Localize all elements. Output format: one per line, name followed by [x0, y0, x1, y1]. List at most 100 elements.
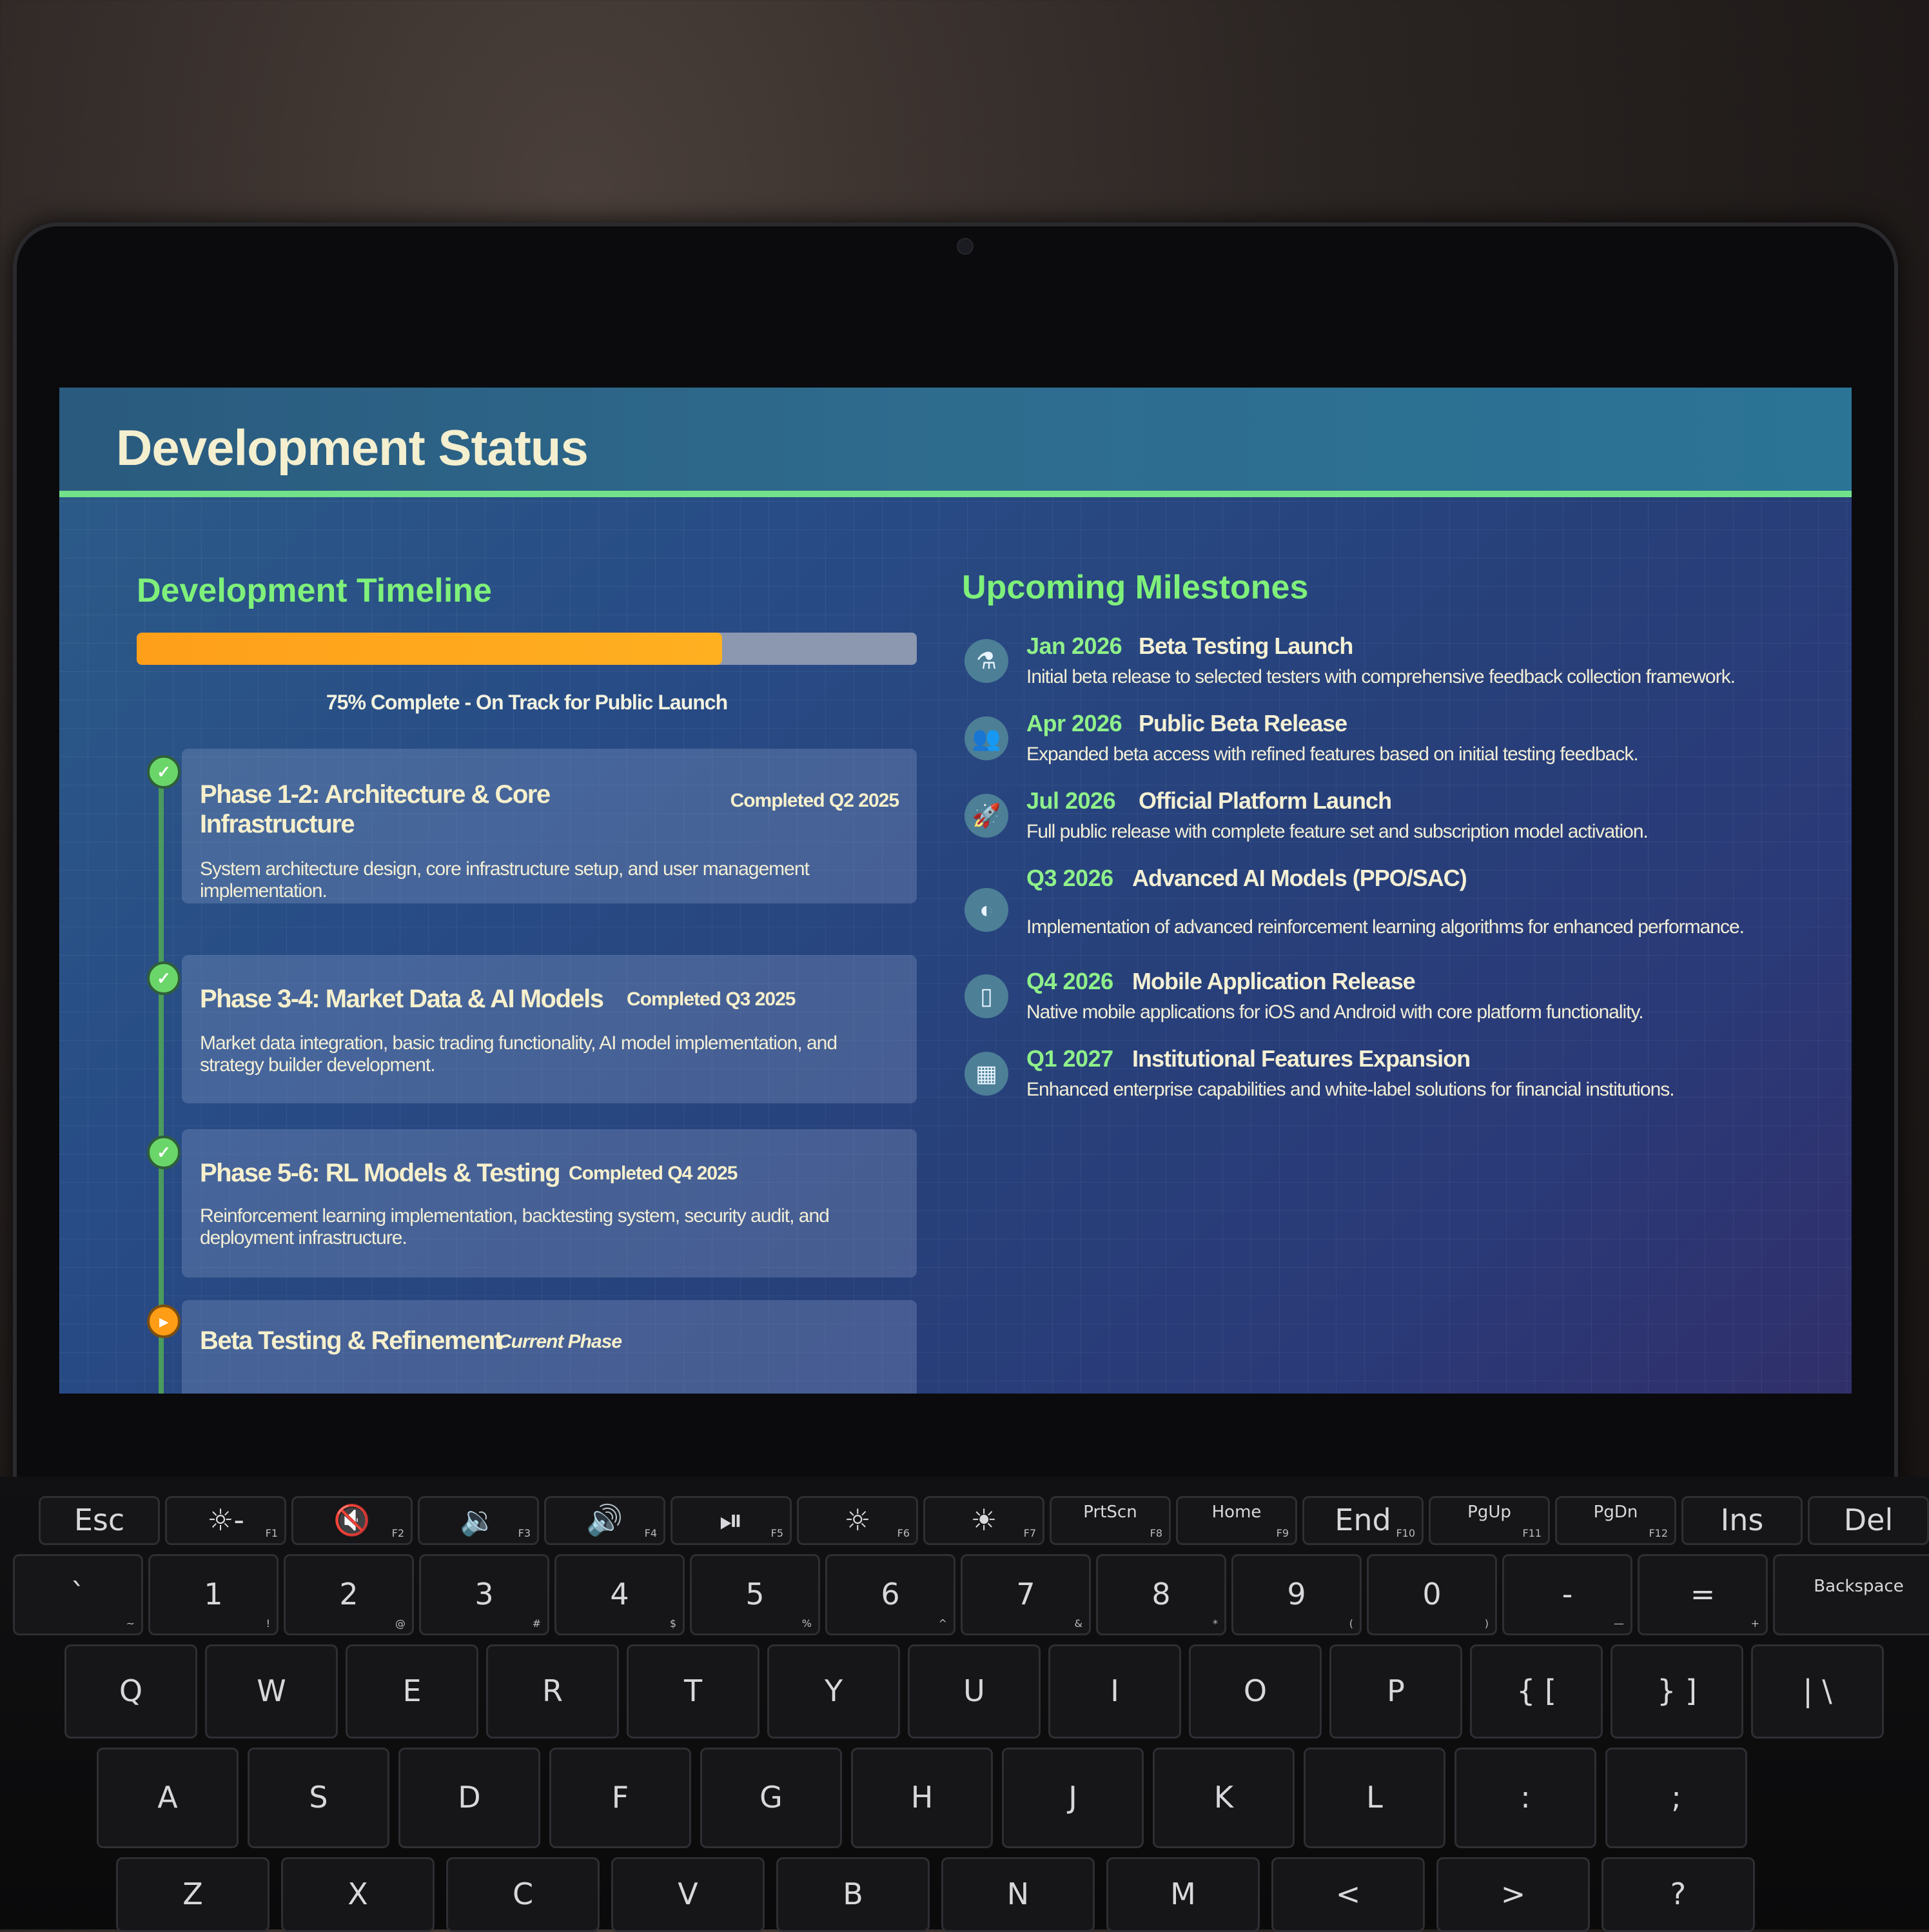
key-label: 1	[204, 1577, 223, 1612]
number-key[interactable]: 5%	[690, 1554, 820, 1635]
letter-key[interactable]: Q	[64, 1644, 197, 1739]
letter-key[interactable]: R	[486, 1644, 619, 1739]
letter-key[interactable]: N	[941, 1857, 1095, 1932]
letter-key[interactable]: L	[1304, 1748, 1445, 1848]
key-label: ☼	[844, 1503, 871, 1537]
key-label: Y	[824, 1673, 843, 1708]
fn-key[interactable]: 🔇 F2	[291, 1496, 413, 1545]
letter-key[interactable]: X	[281, 1857, 435, 1932]
letter-key[interactable]: J	[1002, 1748, 1144, 1848]
letter-key[interactable]: O	[1189, 1644, 1322, 1739]
key-label: 6	[881, 1577, 900, 1612]
letter-key[interactable]: G	[700, 1748, 842, 1848]
key-label: N	[1006, 1877, 1030, 1911]
number-key[interactable]: 1!	[148, 1554, 279, 1635]
fn-key[interactable]: ☼-F1	[165, 1496, 286, 1545]
milestone-item[interactable]: 👥 Apr 2026 Public Beta Release Expanded …	[965, 710, 1828, 781]
milestone-item[interactable]: 🚀 Jul 2026 Official Platform Launch Full…	[965, 787, 1828, 858]
phase-card[interactable]: Phase 1-2: Architecture & Core Infrastru…	[182, 749, 917, 903]
letter-key[interactable]: K	[1153, 1748, 1295, 1848]
fn-key[interactable]: 🔉F3	[418, 1496, 539, 1545]
laptop-screen: Development Status Development Timeline …	[59, 388, 1852, 1394]
number-key[interactable]: 0)	[1367, 1554, 1497, 1635]
letter-key[interactable]: V	[611, 1857, 765, 1932]
phase-card-current[interactable]: Beta Testing & Refinement Current Phase	[182, 1300, 917, 1394]
letter-key[interactable]: P	[1329, 1644, 1462, 1739]
number-key[interactable]: 6^	[825, 1554, 955, 1635]
letter-key[interactable]: W	[205, 1644, 338, 1739]
phase-completed-check-icon: ✓	[147, 755, 181, 789]
number-key[interactable]: Backspace	[1773, 1554, 1929, 1635]
key-sublabel: F2	[391, 1527, 404, 1539]
number-key[interactable]: 8*	[1096, 1554, 1226, 1635]
phase-card[interactable]: Phase 3-4: Market Data & AI Models Compl…	[182, 955, 917, 1103]
letter-key[interactable]: C	[446, 1857, 600, 1932]
letter-key[interactable]: Z	[116, 1857, 269, 1932]
number-key[interactable]: -—	[1502, 1554, 1632, 1635]
key-label: } ]	[1657, 1673, 1697, 1708]
number-key[interactable]: 7&	[961, 1554, 1091, 1635]
fn-key[interactable]: Ins	[1681, 1496, 1803, 1545]
letter-key[interactable]: D	[398, 1748, 540, 1848]
number-key[interactable]: 9(	[1231, 1554, 1362, 1635]
key-label: PgUp	[1467, 1503, 1511, 1522]
letter-key[interactable]: M	[1106, 1857, 1260, 1932]
letter-key[interactable]: ;	[1605, 1748, 1747, 1848]
letter-key[interactable]: >	[1436, 1857, 1590, 1932]
number-key[interactable]: =+	[1638, 1554, 1768, 1635]
fn-key[interactable]: Del	[1808, 1496, 1929, 1545]
key-label: S	[309, 1780, 328, 1815]
milestone-item[interactable]: ▦ Q1 2027 Institutional Features Expansi…	[965, 1045, 1828, 1116]
milestone-item[interactable]: ⚗ Jan 2026 Beta Testing Launch Initial b…	[965, 633, 1828, 704]
letter-key[interactable]: ?	[1601, 1857, 1755, 1932]
phase-description: Market data integration, basic trading f…	[200, 1032, 837, 1076]
milestone-item[interactable]: ◐ Q3 2026 Advanced AI Models (PPO/SAC) I…	[965, 865, 1828, 961]
letter-key[interactable]: :	[1454, 1748, 1596, 1848]
milestone-item[interactable]: ▯ Q4 2026 Mobile Application Release Nat…	[965, 968, 1828, 1039]
letter-key[interactable]: Y	[767, 1644, 900, 1739]
key-label: 3	[475, 1577, 494, 1612]
letter-key[interactable]: F	[549, 1748, 691, 1848]
letter-key[interactable]: { [	[1470, 1644, 1603, 1739]
letter-key[interactable]: I	[1048, 1644, 1181, 1739]
number-key[interactable]: 4$	[554, 1554, 685, 1635]
number-key[interactable]: `~	[13, 1554, 143, 1635]
key-label: `	[70, 1577, 86, 1612]
letter-key[interactable]: | \	[1751, 1644, 1884, 1739]
key-label: 🔇	[333, 1503, 371, 1537]
letter-key[interactable]: } ]	[1611, 1644, 1743, 1739]
phase-card[interactable]: Phase 5-6: RL Models & Testing Completed…	[182, 1129, 917, 1277]
milestone-date: Q3 2026	[1026, 865, 1113, 891]
fn-key[interactable]: ⏯F5	[671, 1496, 792, 1545]
key-label: U	[963, 1673, 985, 1708]
phase-completed-check-icon: ✓	[147, 961, 181, 995]
letter-key[interactable]: <	[1271, 1857, 1425, 1932]
key-label: 7	[1016, 1577, 1035, 1612]
number-key[interactable]: 2@	[284, 1554, 414, 1635]
letter-key[interactable]: S	[248, 1748, 389, 1848]
key-label: Del	[1843, 1503, 1894, 1537]
letter-key[interactable]: B	[776, 1857, 930, 1932]
key-sublabel: %	[801, 1617, 812, 1630]
fn-key[interactable]: Esc	[39, 1496, 160, 1545]
letter-key[interactable]: H	[851, 1748, 993, 1848]
milestone-description: Initial beta release to selected testers…	[1026, 666, 1736, 687]
fn-key[interactable]: 🔊F4	[544, 1496, 665, 1545]
number-key[interactable]: 3#	[419, 1554, 549, 1635]
key-label: 5	[745, 1577, 765, 1612]
letter-key[interactable]: A	[97, 1748, 239, 1848]
letter-key[interactable]: U	[908, 1644, 1041, 1739]
fn-key[interactable]: ☀F7	[923, 1496, 1044, 1545]
key-label: Home	[1211, 1503, 1262, 1522]
letter-key[interactable]: T	[627, 1644, 759, 1739]
letter-key[interactable]: E	[346, 1644, 478, 1739]
key-sublabel: —	[1614, 1617, 1624, 1630]
progress-bar	[137, 633, 917, 665]
fn-key[interactable]: ☼F6	[797, 1496, 918, 1545]
